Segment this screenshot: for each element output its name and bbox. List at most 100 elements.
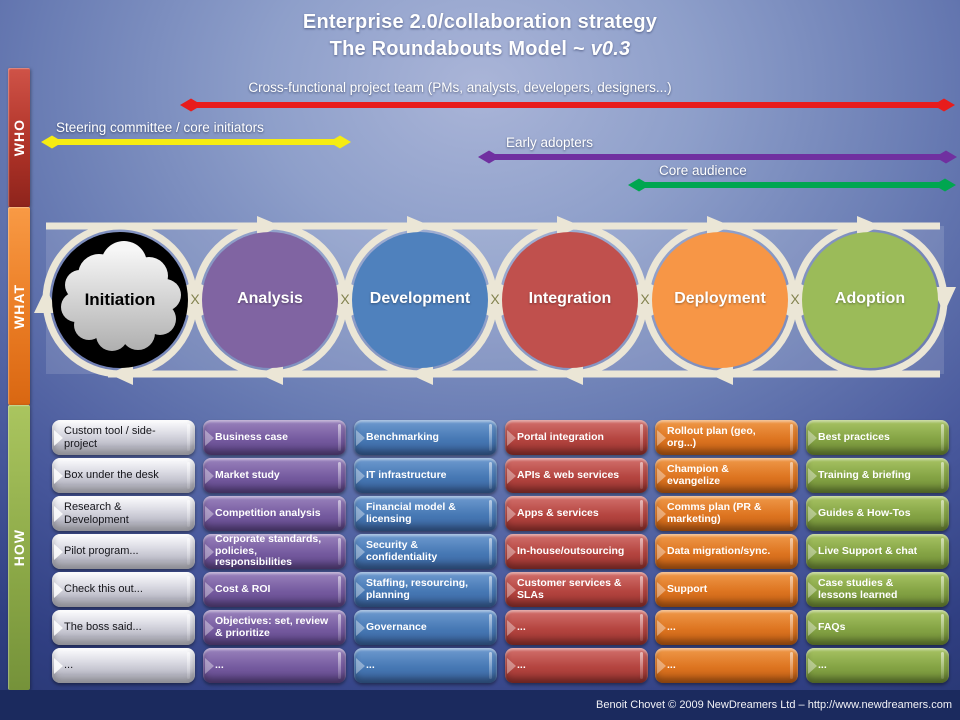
how-item: Box under the desk	[52, 458, 195, 493]
stage-circle-integration	[502, 232, 638, 368]
how-item: APIs & web services	[505, 458, 648, 493]
how-column-integration: Portal integration APIs & web services A…	[505, 420, 648, 686]
how-item: ...	[655, 610, 798, 645]
title-line1: Enterprise 2.0/collaboration strategy	[302, 11, 658, 33]
how-item: ...	[505, 610, 648, 645]
how-item: Research & Development	[52, 496, 195, 531]
arrow-diamond	[933, 98, 955, 112]
cycle-diagram	[34, 216, 956, 385]
how-item: Custom tool / side-project	[52, 420, 195, 455]
how-item: FAQs	[806, 610, 949, 645]
how-item: Staffing, resourcing, planning	[354, 572, 497, 607]
how-item: Rollout plan (geo, org...)	[655, 420, 798, 455]
cycle-arrowhead-right	[932, 287, 956, 313]
how-item: Customer services & SLAs	[505, 572, 648, 607]
stage-circle-adoption	[802, 232, 938, 368]
footer-bar: Benoit Chovet © 2009 NewDreamers Ltd – h…	[0, 690, 960, 720]
cycle-arrowhead	[709, 363, 733, 385]
arrow-diamond	[180, 98, 202, 112]
arrow-diamond	[934, 178, 956, 192]
how-column-analysis: Business case Market study Competition a…	[203, 420, 346, 686]
cycle-arrowhead	[407, 216, 431, 237]
connector-x-label: X	[790, 291, 800, 307]
how-item: ...	[354, 648, 497, 683]
stage-label-development: Development	[369, 290, 471, 307]
section-bar-what: WHAT	[8, 207, 30, 405]
who-label-early-adopters: Early adopters	[506, 135, 594, 150]
connector-x-label: X	[190, 291, 200, 307]
how-item: Governance	[354, 610, 497, 645]
cloud-shape	[58, 238, 184, 354]
how-item: Comms plan (PR & marketing)	[655, 496, 798, 531]
connector-x-label: X	[340, 291, 350, 307]
how-item: ...	[655, 648, 798, 683]
section-bar-who: WHO	[8, 68, 30, 207]
how-item: Cost & ROI	[203, 572, 346, 607]
version-label: v0.3	[590, 38, 631, 60]
how-item: Business case	[203, 420, 346, 455]
how-item: Data migration/sync.	[655, 534, 798, 569]
cycle-arrowhead	[109, 363, 133, 385]
stage-label-analysis: Analysis	[237, 290, 303, 307]
how-item: Security & confidentiality	[354, 534, 497, 569]
how-item: Portal integration	[505, 420, 648, 455]
cycle-arrowhead	[409, 363, 433, 385]
how-item: Apps & services	[505, 496, 648, 531]
who-label-project-team: Cross-functional project team (PMs, anal…	[248, 80, 672, 95]
how-item: ...	[806, 648, 949, 683]
title-line2: The Roundabouts Model ~ v0.3	[329, 38, 631, 60]
who-label-core-audience: Core audience	[659, 163, 747, 178]
how-column-adoption: Best practices Training & briefing Guide…	[806, 420, 949, 686]
stage-label-adoption: Adoption	[834, 290, 906, 307]
how-item: IT infrastructure	[354, 458, 497, 493]
how-item: ...	[203, 648, 346, 683]
how-item: ...	[505, 648, 648, 683]
arrow-diamond	[41, 135, 63, 149]
how-item: Training & briefing	[806, 458, 949, 493]
how-item: Case studies & lessons learned	[806, 572, 949, 607]
footer-credit: Benoit Chovet © 2009 NewDreamers Ltd – h…	[596, 699, 952, 711]
arrow-diamond	[935, 150, 957, 164]
cycle-arrowhead	[557, 216, 581, 237]
cycle-arrowhead	[559, 363, 583, 385]
how-item: In-house/outsourcing	[505, 534, 648, 569]
stage-circle-analysis	[202, 232, 338, 368]
who-label-steering-committee: Steering committee / core initiators	[56, 120, 264, 135]
how-item: Objectives: set, review & prioritize	[203, 610, 346, 645]
stage-label-initiation: Initiation	[84, 290, 156, 309]
how-column-development: Benchmarking IT infrastructure Financial…	[354, 420, 497, 686]
how-item: Competition analysis	[203, 496, 346, 531]
how-item: ...	[52, 648, 195, 683]
cycle-arrowhead	[857, 216, 881, 237]
arrow-diamond	[478, 150, 500, 164]
how-item: Corporate standards, policies, responsib…	[203, 533, 346, 569]
cycle-arrowhead-left	[34, 288, 58, 313]
stage-label-deployment: Deployment	[674, 290, 766, 307]
cycle-arrowhead	[259, 363, 283, 385]
cycle-arrowhead	[257, 216, 281, 237]
how-item: Pilot program...	[52, 534, 195, 569]
stage-circle-development	[352, 232, 488, 368]
stage-circle-deployment	[652, 232, 788, 368]
how-item: Support	[655, 572, 798, 607]
arrow-diamond	[329, 135, 351, 149]
how-item: Financial model & licensing	[354, 496, 497, 531]
how-item: Champion & evangelize	[655, 458, 798, 493]
connector-x-label: X	[640, 291, 650, 307]
how-item: Best practices	[806, 420, 949, 455]
section-bar-how: HOW	[8, 405, 30, 690]
how-item: Guides & How-Tos	[806, 496, 949, 531]
how-item: Check this out...	[52, 572, 195, 607]
how-column-deployment: Rollout plan (geo, org...) Champion & ev…	[655, 420, 798, 686]
cycle-arrowhead	[707, 216, 731, 237]
how-column-initiation: Custom tool / side-project Box under the…	[52, 420, 195, 686]
connector-x-label: X	[490, 291, 500, 307]
page-title: Enterprise 2.0/collaboration strategy Th…	[0, 9, 960, 63]
stage-label-integration: Integration	[528, 290, 612, 307]
arrow-diamond	[628, 178, 650, 192]
how-item: Live Support & chat	[806, 534, 949, 569]
how-item: The boss said...	[52, 610, 195, 645]
who-arrows-graphic	[41, 98, 957, 192]
how-item: Market study	[203, 458, 346, 493]
